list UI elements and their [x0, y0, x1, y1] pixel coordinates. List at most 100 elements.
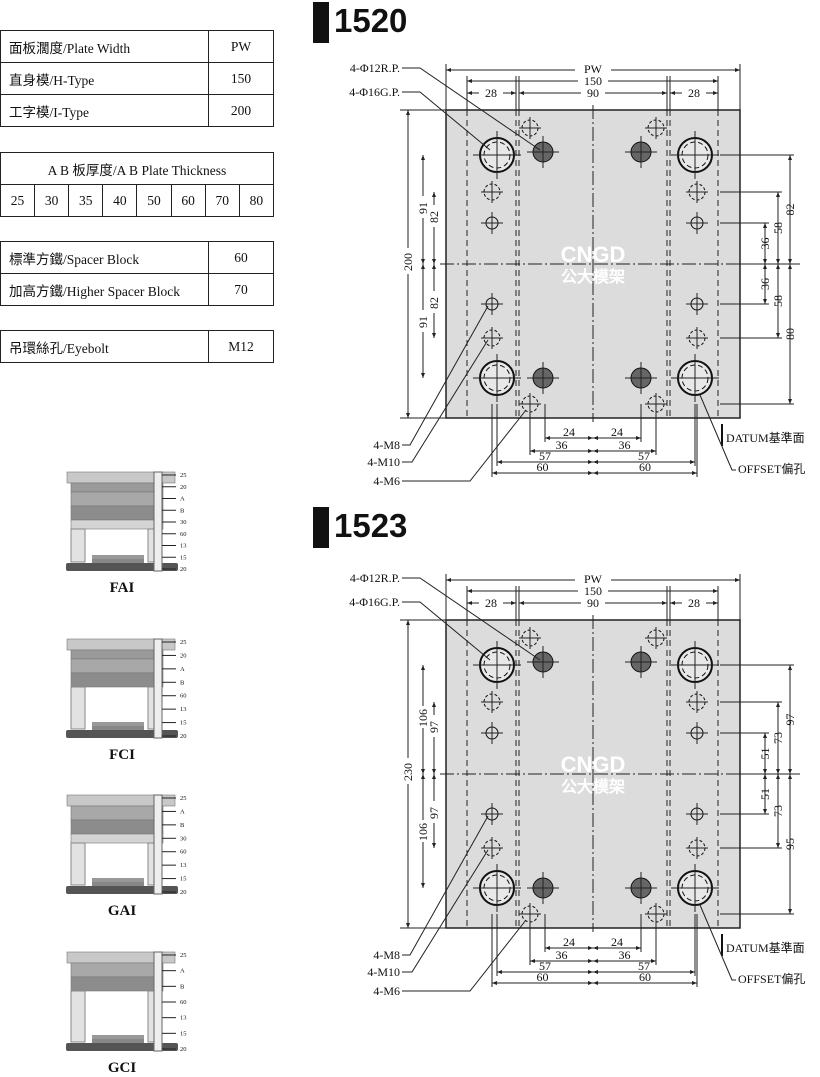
mold-label: 20: [180, 566, 187, 573]
leader: [402, 67, 541, 151]
dim-left: 97: [427, 807, 441, 819]
mold-label: 25: [180, 795, 187, 802]
mold-label: 13: [180, 862, 187, 869]
support-plate: [70, 833, 164, 844]
dim-height: 230: [401, 763, 415, 781]
dim-150: 150: [584, 74, 602, 88]
ejector-plate: [92, 882, 144, 886]
mold-label: 13: [180, 706, 187, 713]
mold-label: B: [180, 822, 185, 829]
leader: [402, 919, 527, 992]
spec-label: 標準方鐵/Spacer Block: [0, 241, 209, 274]
label-bg: [402, 758, 414, 784]
label-datum: DATUM基準面: [726, 430, 805, 445]
dim-pw: PW: [584, 572, 603, 586]
mold-label: 60: [180, 849, 187, 856]
dim-90: 90: [587, 86, 599, 100]
support-plate: [70, 519, 164, 530]
ejector-plate: [92, 559, 144, 563]
eyebolt-label: 吊環絲孔/Eyebolt: [0, 330, 209, 363]
label-bg: [417, 196, 427, 218]
label-bg: [581, 596, 605, 608]
spacer-block: [70, 842, 86, 886]
logo-cn: 公大模架: [561, 777, 625, 796]
dim-bottom: 36: [619, 438, 631, 452]
mold-label: 30: [180, 519, 187, 526]
mold-label: A: [180, 666, 185, 673]
thickness-value: 40: [102, 184, 138, 217]
dim-bottom: 36: [556, 948, 568, 962]
dim-bottom: 60: [537, 970, 549, 984]
ejector-plate: [92, 878, 144, 882]
label-bg: [402, 248, 414, 274]
label-m6: 4-M6: [373, 474, 400, 488]
leader: [402, 305, 489, 446]
dim-left: 106: [416, 709, 430, 727]
b-plate: [70, 976, 164, 992]
logo-text: CNGD: [561, 752, 626, 777]
dim-bottom: 57: [539, 449, 551, 463]
bottom-clamp-plate: [66, 730, 178, 738]
thickness-value: 60: [170, 184, 206, 217]
leader: [402, 577, 541, 661]
bottom-clamp-plate: [66, 886, 178, 894]
section-title: 1520: [334, 2, 408, 39]
spacer-block: [70, 528, 86, 563]
spec-value: 200: [208, 94, 274, 127]
dim-left: 82: [427, 211, 441, 223]
mold-label: 13: [180, 543, 187, 550]
dim-90: 90: [587, 596, 599, 610]
mold-label: 15: [180, 1030, 187, 1037]
label-offset: OFFSET偏孔: [738, 461, 805, 476]
dim-bottom: 24: [563, 935, 575, 949]
section-bar: [313, 507, 329, 548]
leader: [402, 815, 489, 956]
arrowhead: [467, 601, 516, 605]
label-m10: 4-M10: [367, 965, 400, 979]
mold-label: A: [180, 968, 185, 975]
leader: [402, 91, 491, 151]
mold-label: 13: [180, 1015, 187, 1022]
dim-bottom: 57: [638, 959, 650, 973]
arrowhead: [593, 436, 641, 440]
dim-right: 97: [783, 714, 797, 726]
dim-right: 82: [783, 204, 797, 216]
dim-28: 28: [485, 596, 497, 610]
label-bg: [578, 74, 608, 86]
dim-right: 58: [771, 295, 785, 307]
leader: [402, 409, 527, 482]
dim-bottom: 36: [619, 948, 631, 962]
label-bg: [581, 86, 605, 98]
arrowhead: [467, 91, 516, 95]
leader: [402, 601, 491, 661]
label-gp: 4-Φ16G.P.: [349, 595, 400, 609]
dim-bottom: 57: [539, 959, 551, 973]
mold-label: 15: [180, 720, 187, 727]
label-bg: [578, 584, 608, 596]
arrowhead: [670, 601, 718, 605]
arrowhead: [763, 733, 767, 774]
thickness-value: 30: [34, 184, 70, 217]
dim-left: 106: [416, 823, 430, 841]
spacer-block: [70, 686, 86, 730]
runner-plate: [70, 649, 164, 660]
ejector-plate: [92, 555, 144, 559]
arrowhead: [763, 223, 767, 264]
label-bg: [428, 801, 438, 823]
dim-bottom: 24: [611, 425, 623, 439]
label-gp: 4-Φ16G.P.: [349, 85, 400, 99]
dim-right: 95: [783, 838, 797, 850]
b-plate: [70, 505, 164, 521]
label-m10: 4-M10: [367, 455, 400, 469]
arrowhead: [763, 774, 767, 814]
mold-label: 60: [180, 693, 187, 700]
guide-pin: [153, 951, 163, 1052]
thickness-title: A B 板厚度/A B Plate Thickness: [0, 152, 274, 185]
label-rp: 4-Φ12R.P.: [350, 61, 400, 75]
dim-bottom: 24: [611, 935, 623, 949]
arrowhead: [593, 946, 641, 950]
b-plate: [70, 819, 164, 835]
dim-right: 80: [783, 328, 797, 340]
mold-label: 20: [180, 1046, 187, 1053]
